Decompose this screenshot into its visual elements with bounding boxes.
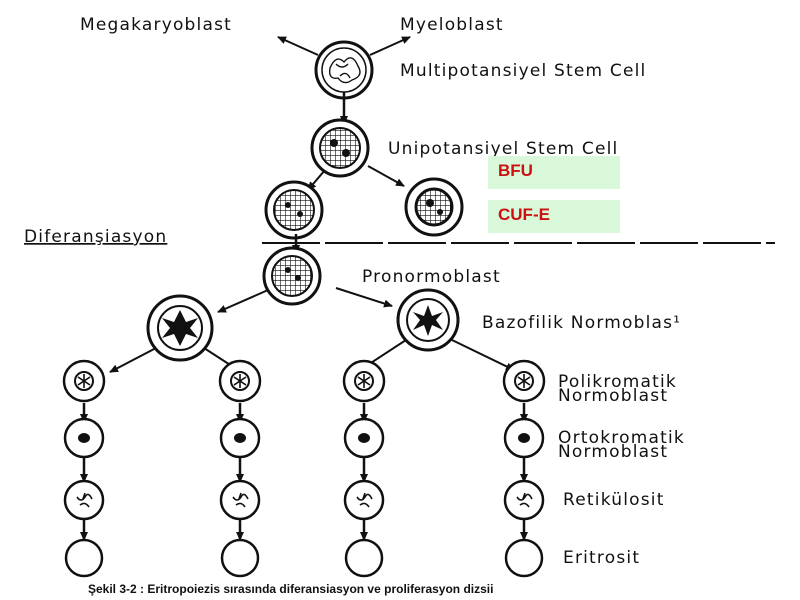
reticulocyte-cell-2 — [219, 479, 261, 521]
bazofilik-label: Bazofilik Normoblas¹ — [482, 313, 681, 333]
arrow-to-left-basophilic — [217, 289, 269, 313]
polikromatik-label-line1: Polikromatik — [558, 372, 677, 392]
arrow-to-right-basophilic — [335, 287, 393, 308]
maturation-columns — [62, 359, 546, 578]
erythrocyte-cell-4 — [504, 538, 544, 578]
bfu-tag: BFU — [488, 156, 620, 189]
arrow-to-poly-1 — [109, 347, 157, 373]
pronormoblast-cell — [262, 246, 322, 306]
polychromatic-normoblast-cell-3 — [342, 359, 386, 403]
multipotent-label: Multipotansiyel Stem Cell — [400, 61, 646, 81]
figure-caption: Şekil 3-2 : Eritropoiezis sırasında dife… — [88, 582, 493, 596]
cfu-e-progenitor-cell — [404, 177, 464, 237]
unipotent-stem-cell — [310, 118, 370, 178]
reticulocyte-cell-4 — [503, 479, 545, 521]
polychromatic-normoblast-cell-2 — [218, 359, 262, 403]
orthochromatic-normoblast-cell-2 — [219, 417, 261, 459]
multipotent-stem-cell — [314, 40, 374, 100]
unipotent-label: Unipotansiyel Stem Cell — [388, 139, 618, 159]
bfu-progenitor-cell — [264, 180, 324, 240]
retikulosit-label: Retikülosit — [563, 490, 665, 510]
pronormoblast-label: Pronormoblast — [362, 267, 501, 287]
orthochromatic-normoblast-cell-4 — [503, 417, 545, 459]
eritrosit-label: Eritrosit — [563, 548, 640, 568]
polychromatic-normoblast-cell-4 — [502, 359, 546, 403]
reticulocyte-cell-1 — [63, 479, 105, 521]
ortokromatik-label-line2: Normoblast — [558, 442, 668, 462]
erythrocyte-cell-1 — [64, 538, 104, 578]
myeloblast-label: Myeloblast — [400, 15, 504, 35]
arrow-to-megakaryoblast — [277, 36, 319, 56]
arrow-to-myeloblast — [369, 36, 411, 56]
orthochromatic-normoblast-cell-1 — [63, 417, 105, 459]
cuf-e-tag: CUF-E — [488, 200, 620, 233]
right-basophilic-normoblast — [396, 288, 460, 352]
megakaryoblast-label: Megakaryoblast — [80, 15, 232, 35]
arrow-to-right-progenitor — [367, 165, 405, 187]
polychromatic-normoblast-cell-1 — [62, 359, 106, 403]
erythrocyte-cell-3 — [344, 538, 384, 578]
orthochromatic-normoblast-cell-3 — [343, 417, 385, 459]
arrow-to-poly-4 — [451, 339, 515, 371]
reticulocyte-cell-3 — [343, 479, 385, 521]
left-basophilic-normoblast — [146, 294, 214, 362]
erythrocyte-cell-2 — [220, 538, 260, 578]
polikromatik-label-line2: Normoblast — [558, 386, 668, 406]
ortokromatik-label-line1: Ortokromatik — [558, 428, 685, 448]
diferansiasyon-label: Diferanşiasyon — [24, 227, 167, 247]
